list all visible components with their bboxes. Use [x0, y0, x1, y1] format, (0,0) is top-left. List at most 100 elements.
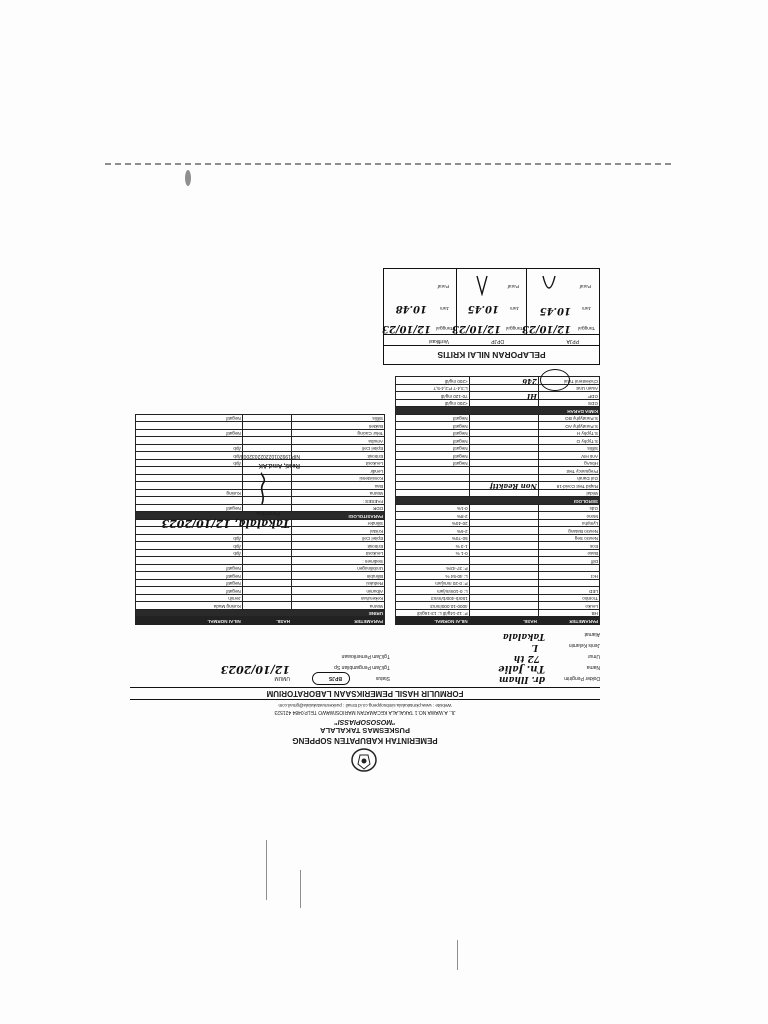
- table-row: Amuba: [135, 437, 385, 445]
- normal-value-cell: Negatif: [135, 579, 243, 587]
- result-cell: [469, 414, 539, 422]
- parameter-cell: Lympho: [538, 519, 600, 527]
- normal-value-cell: Negatif: [395, 414, 470, 422]
- scan-stroke: [457, 940, 458, 970]
- parameter-cell: Baso: [538, 549, 600, 557]
- result-cell: [242, 437, 292, 445]
- clinic-name: PUSKESMAS TAKALALA: [320, 726, 410, 735]
- parameter-cell: Sifilis: [538, 444, 600, 452]
- tgl-label: Tgl/Jam Pengambilan Sp: [334, 664, 390, 670]
- umur-value: 72 th: [513, 653, 540, 663]
- jam-dpjp: 10.45: [467, 303, 499, 314]
- parameter-cell: Hct: [538, 572, 600, 580]
- result-cell: [469, 384, 539, 392]
- normal-value-cell: 2-6%: [395, 527, 470, 535]
- nama-value: Tn. Jalie: [498, 663, 545, 674]
- column-header: HASIL: [242, 617, 292, 625]
- result-cell: [469, 572, 539, 580]
- parameter-cell: HbsAg: [538, 459, 600, 467]
- result-cell: [242, 429, 292, 437]
- normal-value-cell: 2-8%: [395, 512, 470, 520]
- result-cell: [469, 422, 539, 430]
- result-cell: [469, 444, 539, 452]
- alamat-label: Alamat: [584, 631, 600, 637]
- table-row: Lympho 20-40%: [395, 519, 600, 527]
- result-cell: [469, 527, 539, 535]
- parameter-cell: Widal: [538, 489, 600, 497]
- jk-label: Jenis Kelamin: [568, 642, 600, 648]
- nama-label: Nama: [586, 664, 600, 670]
- normal-value-cell: P: 0-20 mm/jam: [395, 579, 470, 587]
- normal-value-cell: Negatif: [135, 587, 243, 595]
- table-row: Widal: [395, 489, 600, 497]
- result-cell: [469, 512, 539, 520]
- result-cell: [469, 549, 539, 557]
- tanggal-label: Tanggal: [578, 325, 595, 330]
- result-cell: HI: [469, 392, 539, 400]
- parameter-cell: Mono: [538, 512, 600, 520]
- critical-flag-circle: [540, 369, 570, 391]
- dokter-label: Dokter Pengirim: [564, 675, 600, 681]
- parameter-cell: Diff: [538, 557, 600, 565]
- parameter-cell: Sedimen :: [291, 557, 385, 565]
- parameter-cell: S.Paratyphy BO: [538, 414, 600, 422]
- normal-value-cell: 20-40%: [395, 519, 470, 527]
- paraf-ppja-icon: [542, 275, 556, 289]
- parameter-cell: Kekeruhan: [291, 594, 385, 602]
- result-cell: [469, 579, 539, 587]
- patient-info: Dokter Pengirim dr. Ilham Nama Tn. Jalie…: [130, 627, 600, 685]
- normal-value-cell: [395, 482, 470, 490]
- signature-date: Takalala, 12/10/2023: [161, 517, 290, 530]
- form-title: FORMULIR HASIL PEMERIKSAAN LABORATORIUM: [130, 687, 600, 700]
- paraf-label: Paraf: [507, 283, 519, 288]
- result-cell: [469, 459, 539, 467]
- parameter-cell: Trombo: [538, 594, 600, 602]
- tanggal-verifikasi: 12/10/23: [381, 323, 431, 334]
- normal-value-cell: [395, 489, 470, 497]
- result-cell: [469, 437, 539, 445]
- signature-nip: NIP.199201022022032003: [240, 453, 300, 459]
- normal-value-cell: [135, 437, 243, 445]
- dokter-value: dr. Ilham: [498, 674, 545, 684]
- result-cell: [469, 534, 539, 542]
- result-cell: [242, 557, 292, 565]
- result-cell: [242, 587, 292, 595]
- ppja-label: PPJA: [566, 338, 579, 344]
- section-row: SEROLOGI: [395, 497, 600, 505]
- result-cell: 246: [469, 377, 539, 385]
- signature-block: Takalala, 12/10/2023 Pemeriksa Resti, Am…: [150, 445, 350, 530]
- normal-value-cell: 70-120 mg/dl: [395, 392, 470, 400]
- result-cell: [242, 534, 292, 542]
- section-row: URINE: [135, 609, 385, 617]
- paraf-dpjp-icon: [476, 275, 488, 296]
- table-row: Eritrosit/lpb: [135, 542, 385, 550]
- result-cell: [469, 564, 539, 572]
- normal-value-cell: <200 mg/dl: [395, 399, 470, 407]
- result-cell: [242, 549, 292, 557]
- parameter-cell: Amuba: [291, 437, 385, 445]
- column-header: PARAMETER: [291, 617, 385, 625]
- result-cell: [469, 452, 539, 460]
- table-row: Gol Darah: [395, 474, 600, 482]
- normal-value-cell: Negatif: [135, 429, 243, 437]
- section-row: KIMIA DARAH: [395, 407, 600, 415]
- table-row: P: 37-43%: [395, 564, 600, 572]
- parameter-cell: Neutro Seg: [538, 534, 600, 542]
- normal-value-cell: Kuning Muda: [135, 602, 243, 610]
- paraf-label: Paraf: [579, 283, 591, 288]
- parameter-cell: Leukosit: [291, 549, 385, 557]
- parameter-cell: S.Paratyphy AO: [538, 422, 600, 430]
- table-row: Sedimen :: [135, 557, 385, 565]
- normal-value-cell: Negatif: [135, 572, 243, 580]
